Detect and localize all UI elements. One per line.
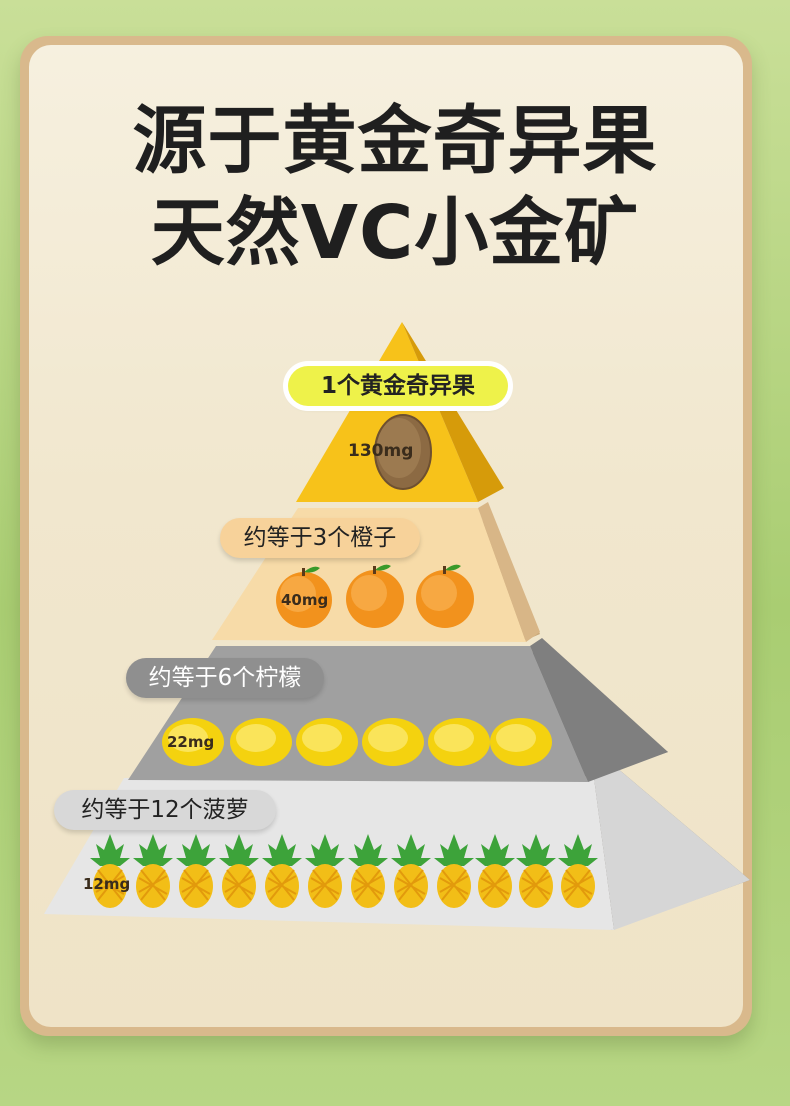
pineapple-icon [133, 834, 173, 908]
tier-3-amount: 22mg [167, 733, 215, 751]
pineapple-icon [262, 834, 302, 908]
tier-4-label: 约等于12个菠萝 [54, 790, 276, 830]
pyramid-tier-1-front [296, 322, 478, 502]
tier-3-label: 约等于6个柠檬 [126, 658, 324, 698]
kiwi-icon [374, 414, 432, 490]
pineapple-icon [434, 834, 474, 908]
headline-line-1: 源于黄金奇异果 [132, 98, 658, 184]
pineapple-icon [475, 834, 515, 908]
pyramid-tier-4-right [594, 762, 750, 930]
lemon-icon [490, 718, 552, 766]
orange-icon [276, 566, 332, 628]
pineapple-icon [516, 834, 556, 908]
pineapple-icon [176, 834, 216, 908]
lemon-icon [162, 718, 224, 766]
pineapple-icon [558, 834, 598, 908]
pyramid-tier-2-right [478, 502, 540, 642]
orange-icon [416, 564, 474, 628]
tier-1-label: 1个黄金奇异果 [288, 366, 508, 406]
tier-1-amount: 130mg [348, 441, 414, 461]
tier-2-amount: 40mg [281, 591, 329, 609]
tier-2-label: 约等于3个橙子 [220, 518, 420, 558]
lemon-icon [428, 718, 490, 766]
pineapple-icon [348, 834, 388, 908]
pineapple-icon [391, 834, 431, 908]
headline-line-2: 天然VC小金矿 [150, 190, 640, 276]
lemon-icon [362, 718, 424, 766]
pineapple-icon [219, 834, 259, 908]
tier-4-amount: 12mg [83, 875, 131, 893]
lemon-icon [296, 718, 358, 766]
pineapple-icon [305, 834, 345, 908]
orange-icon [346, 564, 404, 628]
pyramid-tier-3-right [530, 638, 668, 782]
pineapple-icon [90, 834, 130, 908]
lemon-icon [230, 718, 292, 766]
